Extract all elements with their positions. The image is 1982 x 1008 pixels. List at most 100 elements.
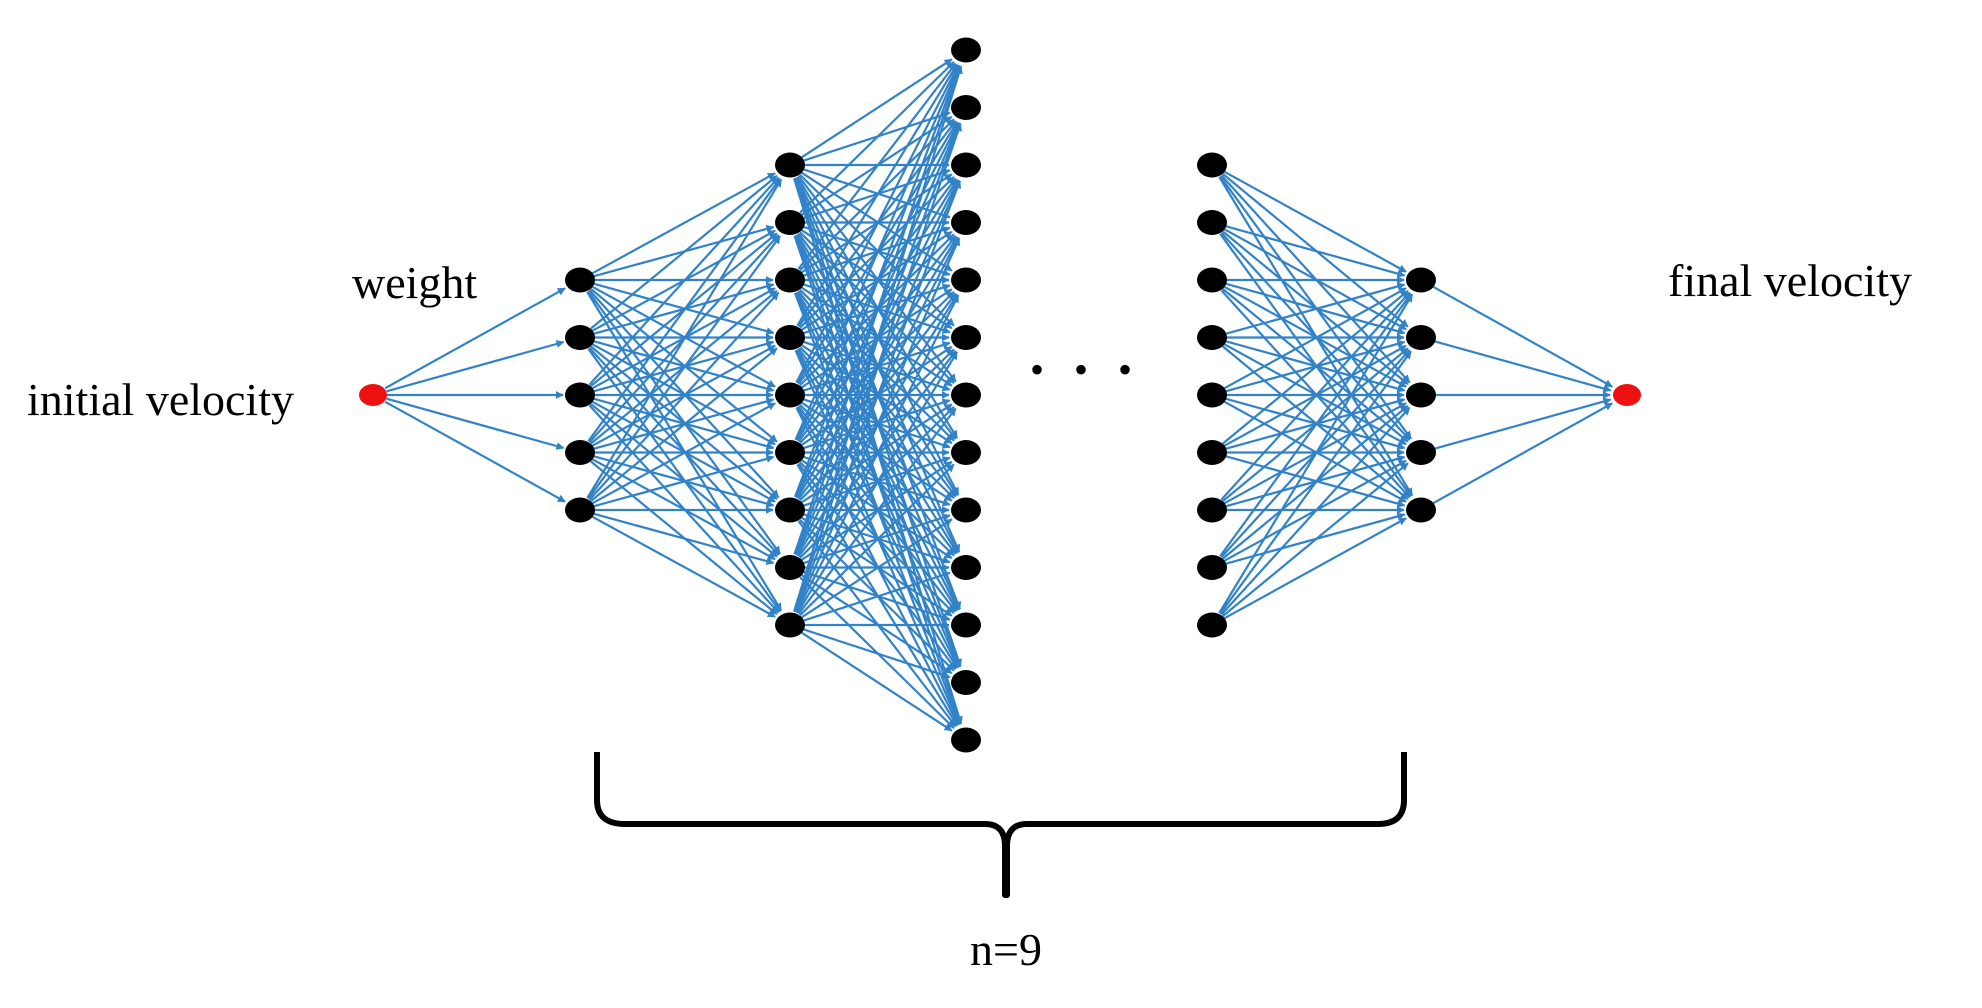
weight-edge: [801, 631, 953, 732]
weight-edge: [794, 64, 961, 441]
hidden-node: [951, 727, 981, 753]
weight-edge: [801, 518, 953, 619]
hidden-node: [1197, 152, 1227, 178]
hidden-node: [565, 440, 595, 465]
layer-count-label: n=9: [970, 924, 1042, 975]
weight-edge: [799, 463, 955, 616]
weight-edge: [593, 455, 775, 508]
weight-edge: [793, 65, 963, 612]
weight-edge: [794, 237, 961, 613]
layer-brace: [594, 752, 1407, 898]
weight-edge: [384, 287, 566, 390]
input-node: [359, 384, 387, 406]
hidden-node: [1197, 267, 1227, 293]
weight-edge: [588, 291, 780, 501]
weight-edge: [384, 400, 566, 503]
weight-edge: [590, 347, 778, 502]
hidden-node: [1406, 497, 1436, 523]
weight-edge: [802, 571, 951, 622]
weight-edge: [802, 628, 951, 679]
hidden-node: [565, 382, 595, 408]
weight-edge: [1222, 289, 1409, 445]
hidden-node: [775, 152, 805, 178]
hidden-node: [1197, 210, 1227, 235]
hidden-node: [1197, 325, 1227, 350]
hidden-node: [775, 382, 805, 408]
hidden-node: [1406, 382, 1436, 408]
weight-edge: [588, 176, 780, 386]
weight-edge: [386, 340, 565, 393]
output-label: final velocity: [1668, 255, 1912, 306]
weight-edge: [1225, 282, 1406, 335]
hidden-node: [951, 440, 981, 465]
weight-edge: [1432, 402, 1613, 505]
hidden-node: [951, 555, 981, 580]
nodes-group: [359, 37, 1641, 753]
weight-edge: [1223, 170, 1407, 273]
hidden-node: [775, 267, 805, 293]
hidden-node: [775, 497, 805, 523]
weight-edge: [793, 65, 962, 498]
hidden-node: [1406, 267, 1436, 293]
hidden-node: [775, 555, 805, 580]
hidden-node: [951, 152, 981, 178]
weight-edge: [797, 407, 957, 615]
weight-edge: [1223, 517, 1407, 620]
weight-edge: [586, 178, 783, 499]
weight-edge: [801, 58, 953, 159]
weight-edge: [1220, 291, 1411, 501]
hidden-node: [1406, 440, 1436, 465]
hidden-node: [1406, 325, 1436, 350]
hidden-node: [951, 497, 981, 523]
edges-group: [384, 58, 1613, 732]
hidden-node: [775, 210, 805, 235]
hidden-node: [951, 670, 981, 695]
hidden-node: [1197, 497, 1227, 523]
hidden-node: [1197, 555, 1227, 580]
hidden-node: [775, 325, 805, 350]
hidden-node: [775, 612, 805, 638]
weight-edge: [587, 178, 781, 442]
hidden-node: [951, 95, 981, 120]
weight-edge: [793, 180, 962, 613]
hidden-node: [951, 325, 981, 350]
weight-edge: [1225, 225, 1406, 278]
hidden-node: [1197, 382, 1227, 408]
weight-edge: [796, 351, 959, 614]
weight-edge: [793, 122, 962, 613]
hidden-node: [565, 267, 595, 293]
weight-edge: [799, 61, 955, 214]
weight-edge: [795, 64, 960, 383]
weight-edge: [591, 172, 776, 275]
hidden-node: [1197, 440, 1227, 465]
hidden-node: [951, 382, 981, 408]
ellipsis-dots: • • •: [1030, 347, 1142, 392]
weight-edge: [587, 235, 781, 500]
weight-edge: [1223, 287, 1407, 390]
weight-edge: [590, 174, 778, 330]
hidden-node: [951, 267, 981, 293]
weight-edge: [593, 512, 775, 565]
hidden-node: [775, 440, 805, 465]
weight-edge: [1434, 397, 1612, 450]
weight-edge: [797, 62, 957, 270]
hidden-node: [951, 37, 981, 63]
weight-edge: [1219, 350, 1412, 615]
weight-edge: [591, 515, 776, 618]
input-label: initial velocity: [27, 374, 294, 425]
weight-edge: [1434, 340, 1612, 393]
weight-edge: [1222, 462, 1409, 617]
hidden-node: [565, 497, 595, 523]
hidden-node: [565, 325, 595, 350]
weight-edge: [591, 402, 776, 505]
hidden-node: [951, 612, 981, 638]
weight-edge: [796, 63, 959, 327]
weight-edge: [386, 397, 565, 450]
weight-edge: [1219, 293, 1412, 557]
hidden-node: [1197, 612, 1227, 638]
output-node: [1613, 384, 1641, 406]
weight-edge: [795, 294, 960, 613]
weight-edge: [1432, 285, 1613, 388]
hidden-node: [951, 210, 981, 235]
